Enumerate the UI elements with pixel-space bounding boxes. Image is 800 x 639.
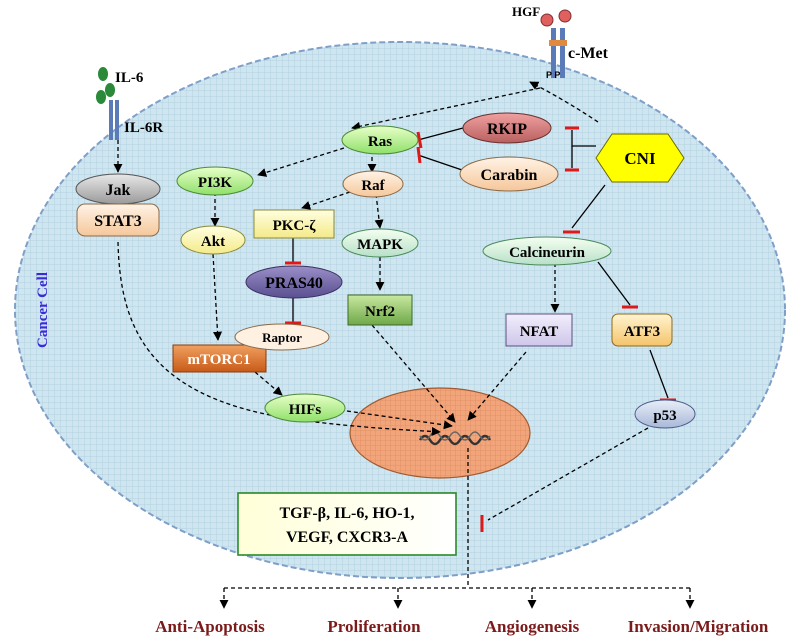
node-carabin: Carabin bbox=[459, 156, 559, 192]
outcome-angiogenesis: Angiogenesis bbox=[485, 617, 580, 636]
rkip-label: RKIP bbox=[487, 121, 527, 138]
cmet-label: c-Met bbox=[568, 45, 609, 62]
node-cni: CNI bbox=[595, 133, 685, 183]
il6-label: IL-6 bbox=[115, 70, 144, 86]
node-stat3: STAT3 bbox=[76, 203, 160, 237]
calcineurin-label: Calcineurin bbox=[509, 245, 585, 261]
nrf2-label: Nrf2 bbox=[365, 304, 395, 320]
il6r-label: IL-6R bbox=[124, 120, 163, 136]
jak-label: Jak bbox=[106, 182, 131, 199]
node-mtorc1: mTORC1 bbox=[172, 344, 267, 373]
node-hifs: HIFs bbox=[264, 393, 346, 423]
p53-label: p53 bbox=[653, 408, 676, 424]
node-mapk: MAPK bbox=[341, 228, 419, 258]
node-nfat: NFAT bbox=[505, 313, 573, 347]
mtorc1-label: mTORC1 bbox=[187, 352, 250, 368]
node-raptor: Raptor bbox=[234, 323, 330, 351]
mapk-label: MAPK bbox=[357, 237, 403, 253]
cni-label: CNI bbox=[624, 149, 656, 168]
pkc-label: PKC-ζ bbox=[273, 218, 317, 234]
node-atf3: ATF3 bbox=[611, 313, 673, 347]
stat3-label: STAT3 bbox=[94, 213, 141, 230]
node-nrf2: Nrf2 bbox=[347, 294, 413, 326]
pi3k-label: PI3K bbox=[198, 175, 233, 191]
node-pras40: PRAS40 bbox=[245, 265, 343, 299]
outcome-anti-apoptosis: Anti-Apoptosis bbox=[155, 617, 265, 636]
node-akt: Akt bbox=[180, 225, 246, 255]
node-raf: Raf bbox=[342, 170, 404, 198]
node-rkip: RKIP bbox=[462, 112, 552, 144]
target-genes-line2: VEGF, CXCR3-A bbox=[286, 529, 409, 546]
raptor-label: Raptor bbox=[262, 330, 302, 345]
nfat-label: NFAT bbox=[520, 324, 559, 340]
dna-icon bbox=[418, 434, 492, 446]
outcome-proliferation: Proliferation bbox=[327, 617, 421, 636]
cmet-receptor-icon: P P bbox=[540, 9, 572, 80]
outcome-invasion-migration: Invasion/Migration bbox=[628, 617, 769, 636]
pras40-label: PRAS40 bbox=[265, 275, 323, 292]
il6-receptor-icon bbox=[96, 67, 119, 140]
hgf-label: HGF bbox=[512, 4, 540, 19]
atf3-label: ATF3 bbox=[624, 324, 660, 340]
hifs-label: HIFs bbox=[289, 402, 322, 418]
raf-label: Raf bbox=[361, 178, 385, 194]
cancer-cell-label: Cancer Cell bbox=[35, 272, 51, 348]
node-pkc: PKC-ζ bbox=[253, 209, 335, 239]
target-genes-box: TGF-β, IL-6, HO-1, VEGF, CXCR3-A bbox=[237, 492, 457, 556]
target-genes-line1: TGF-β, IL-6, HO-1, bbox=[279, 505, 414, 522]
carabin-label: Carabin bbox=[481, 167, 538, 184]
nucleus bbox=[349, 387, 531, 479]
ras-label: Ras bbox=[368, 134, 392, 150]
node-ras: Ras bbox=[341, 125, 419, 155]
node-jak: Jak bbox=[75, 173, 161, 205]
node-p53: p53 bbox=[634, 399, 696, 429]
akt-label: Akt bbox=[201, 234, 225, 250]
svg-text:P P: P P bbox=[546, 70, 560, 80]
node-calcineurin: Calcineurin bbox=[482, 236, 612, 266]
node-pi3k: PI3K bbox=[176, 166, 254, 196]
